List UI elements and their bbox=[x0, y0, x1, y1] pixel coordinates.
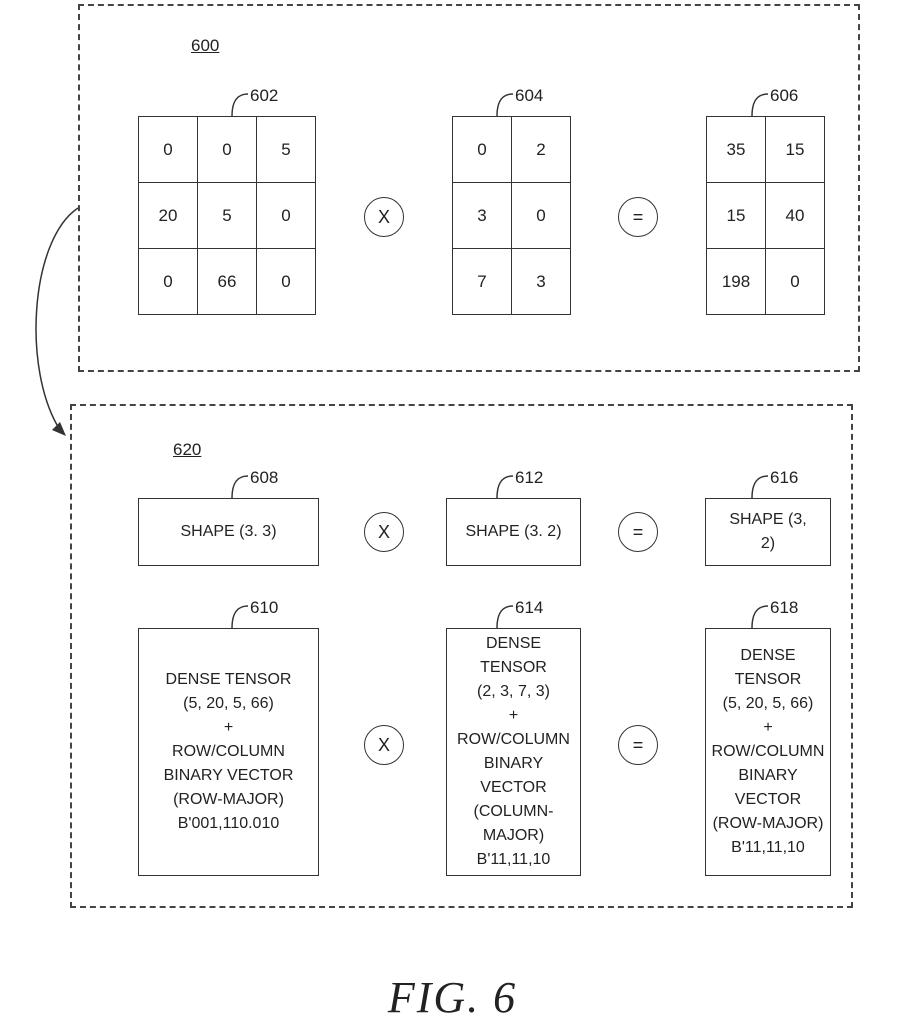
box-line: BINARY bbox=[447, 752, 580, 776]
matrix-604: 0 2 3 0 7 3 bbox=[452, 116, 571, 315]
figure-caption: FIG. 6 bbox=[0, 972, 905, 1023]
box-line: SHAPE (3. 2) bbox=[465, 520, 561, 544]
label-616: 616 bbox=[770, 468, 798, 488]
label-602: 602 bbox=[250, 86, 278, 106]
matrix-cell: 3 bbox=[512, 249, 571, 315]
ref-620: 620 bbox=[173, 440, 201, 460]
matrix-cell: 2 bbox=[512, 117, 571, 183]
matrix-cell: 66 bbox=[198, 249, 257, 315]
equals-operator: = bbox=[618, 512, 658, 552]
box-line: (COLUMN-MAJOR) bbox=[447, 800, 580, 848]
box-line: (5, 20, 5, 66) bbox=[712, 692, 825, 716]
matrix-cell: 0 bbox=[139, 249, 198, 315]
box-line: DENSE TENSOR bbox=[164, 668, 294, 692]
multiply-operator: X bbox=[364, 725, 404, 765]
matrix-cell: 0 bbox=[766, 249, 825, 315]
box-line: ROW/COLUMN bbox=[447, 728, 580, 752]
matrix-cell: 198 bbox=[707, 249, 766, 315]
box-line: SHAPE (3. 3) bbox=[180, 520, 276, 544]
box-line: DENSE bbox=[447, 632, 580, 656]
box-line: B'001,110.010 bbox=[164, 812, 294, 836]
label-614: 614 bbox=[515, 598, 543, 618]
box-line: + bbox=[712, 716, 825, 740]
flow-arrow bbox=[36, 208, 78, 430]
label-610: 610 bbox=[250, 598, 278, 618]
matrix-cell: 40 bbox=[766, 183, 825, 249]
box-line: TENSOR bbox=[447, 656, 580, 680]
box-line: BINARY VECTOR bbox=[164, 764, 294, 788]
box-line: (ROW-MAJOR) bbox=[712, 812, 825, 836]
matrix-cell: 7 bbox=[453, 249, 512, 315]
matrix-606: 35 15 15 40 198 0 bbox=[706, 116, 825, 315]
matrix-cell: 0 bbox=[139, 117, 198, 183]
shape-box-612: SHAPE (3. 2) bbox=[446, 498, 581, 566]
matrix-cell: 5 bbox=[257, 117, 316, 183]
box-line: VECTOR bbox=[447, 776, 580, 800]
label-618: 618 bbox=[770, 598, 798, 618]
flow-arrow-head bbox=[52, 422, 66, 436]
box-line: B'11,11,10 bbox=[447, 848, 580, 872]
box-line: (ROW-MAJOR) bbox=[164, 788, 294, 812]
shape-box-608: SHAPE (3. 3) bbox=[138, 498, 319, 566]
box-line: (2, 3, 7, 3) bbox=[447, 680, 580, 704]
box-line: BINARY bbox=[712, 764, 825, 788]
matrix-cell: 5 bbox=[198, 183, 257, 249]
box-line: ROW/COLUMN bbox=[712, 740, 825, 764]
shape-box-616: SHAPE (3, 2) bbox=[705, 498, 831, 566]
box-line: VECTOR bbox=[712, 788, 825, 812]
matrix-cell: 20 bbox=[139, 183, 198, 249]
box-line: DENSE bbox=[712, 644, 825, 668]
tensor-box-610: DENSE TENSOR (5, 20, 5, 66) + ROW/COLUMN… bbox=[138, 628, 319, 876]
label-608: 608 bbox=[250, 468, 278, 488]
matrix-cell: 0 bbox=[453, 117, 512, 183]
box-line: ROW/COLUMN bbox=[164, 740, 294, 764]
box-line: + bbox=[447, 704, 580, 728]
tensor-box-618: DENSE TENSOR (5, 20, 5, 66) + ROW/COLUMN… bbox=[705, 628, 831, 876]
matrix-cell: 3 bbox=[453, 183, 512, 249]
tensor-box-614: DENSE TENSOR (2, 3, 7, 3) + ROW/COLUMN B… bbox=[446, 628, 581, 876]
box-line: + bbox=[164, 716, 294, 740]
label-604: 604 bbox=[515, 86, 543, 106]
matrix-cell: 15 bbox=[766, 117, 825, 183]
label-606: 606 bbox=[770, 86, 798, 106]
multiply-operator: X bbox=[364, 197, 404, 237]
matrix-cell: 15 bbox=[707, 183, 766, 249]
matrix-cell: 0 bbox=[257, 183, 316, 249]
matrix-cell: 0 bbox=[512, 183, 571, 249]
ref-600: 600 bbox=[191, 36, 219, 56]
box-line: B'11,11,10 bbox=[712, 836, 825, 860]
box-line: 2) bbox=[729, 532, 806, 556]
label-612: 612 bbox=[515, 468, 543, 488]
matrix-cell: 0 bbox=[257, 249, 316, 315]
box-line: (5, 20, 5, 66) bbox=[164, 692, 294, 716]
box-line: SHAPE (3, bbox=[729, 508, 806, 532]
equals-operator: = bbox=[618, 197, 658, 237]
box-line: TENSOR bbox=[712, 668, 825, 692]
matrix-cell: 0 bbox=[198, 117, 257, 183]
matrix-cell: 35 bbox=[707, 117, 766, 183]
matrix-602: 0 0 5 20 5 0 0 66 0 bbox=[138, 116, 316, 315]
equals-operator: = bbox=[618, 725, 658, 765]
multiply-operator: X bbox=[364, 512, 404, 552]
